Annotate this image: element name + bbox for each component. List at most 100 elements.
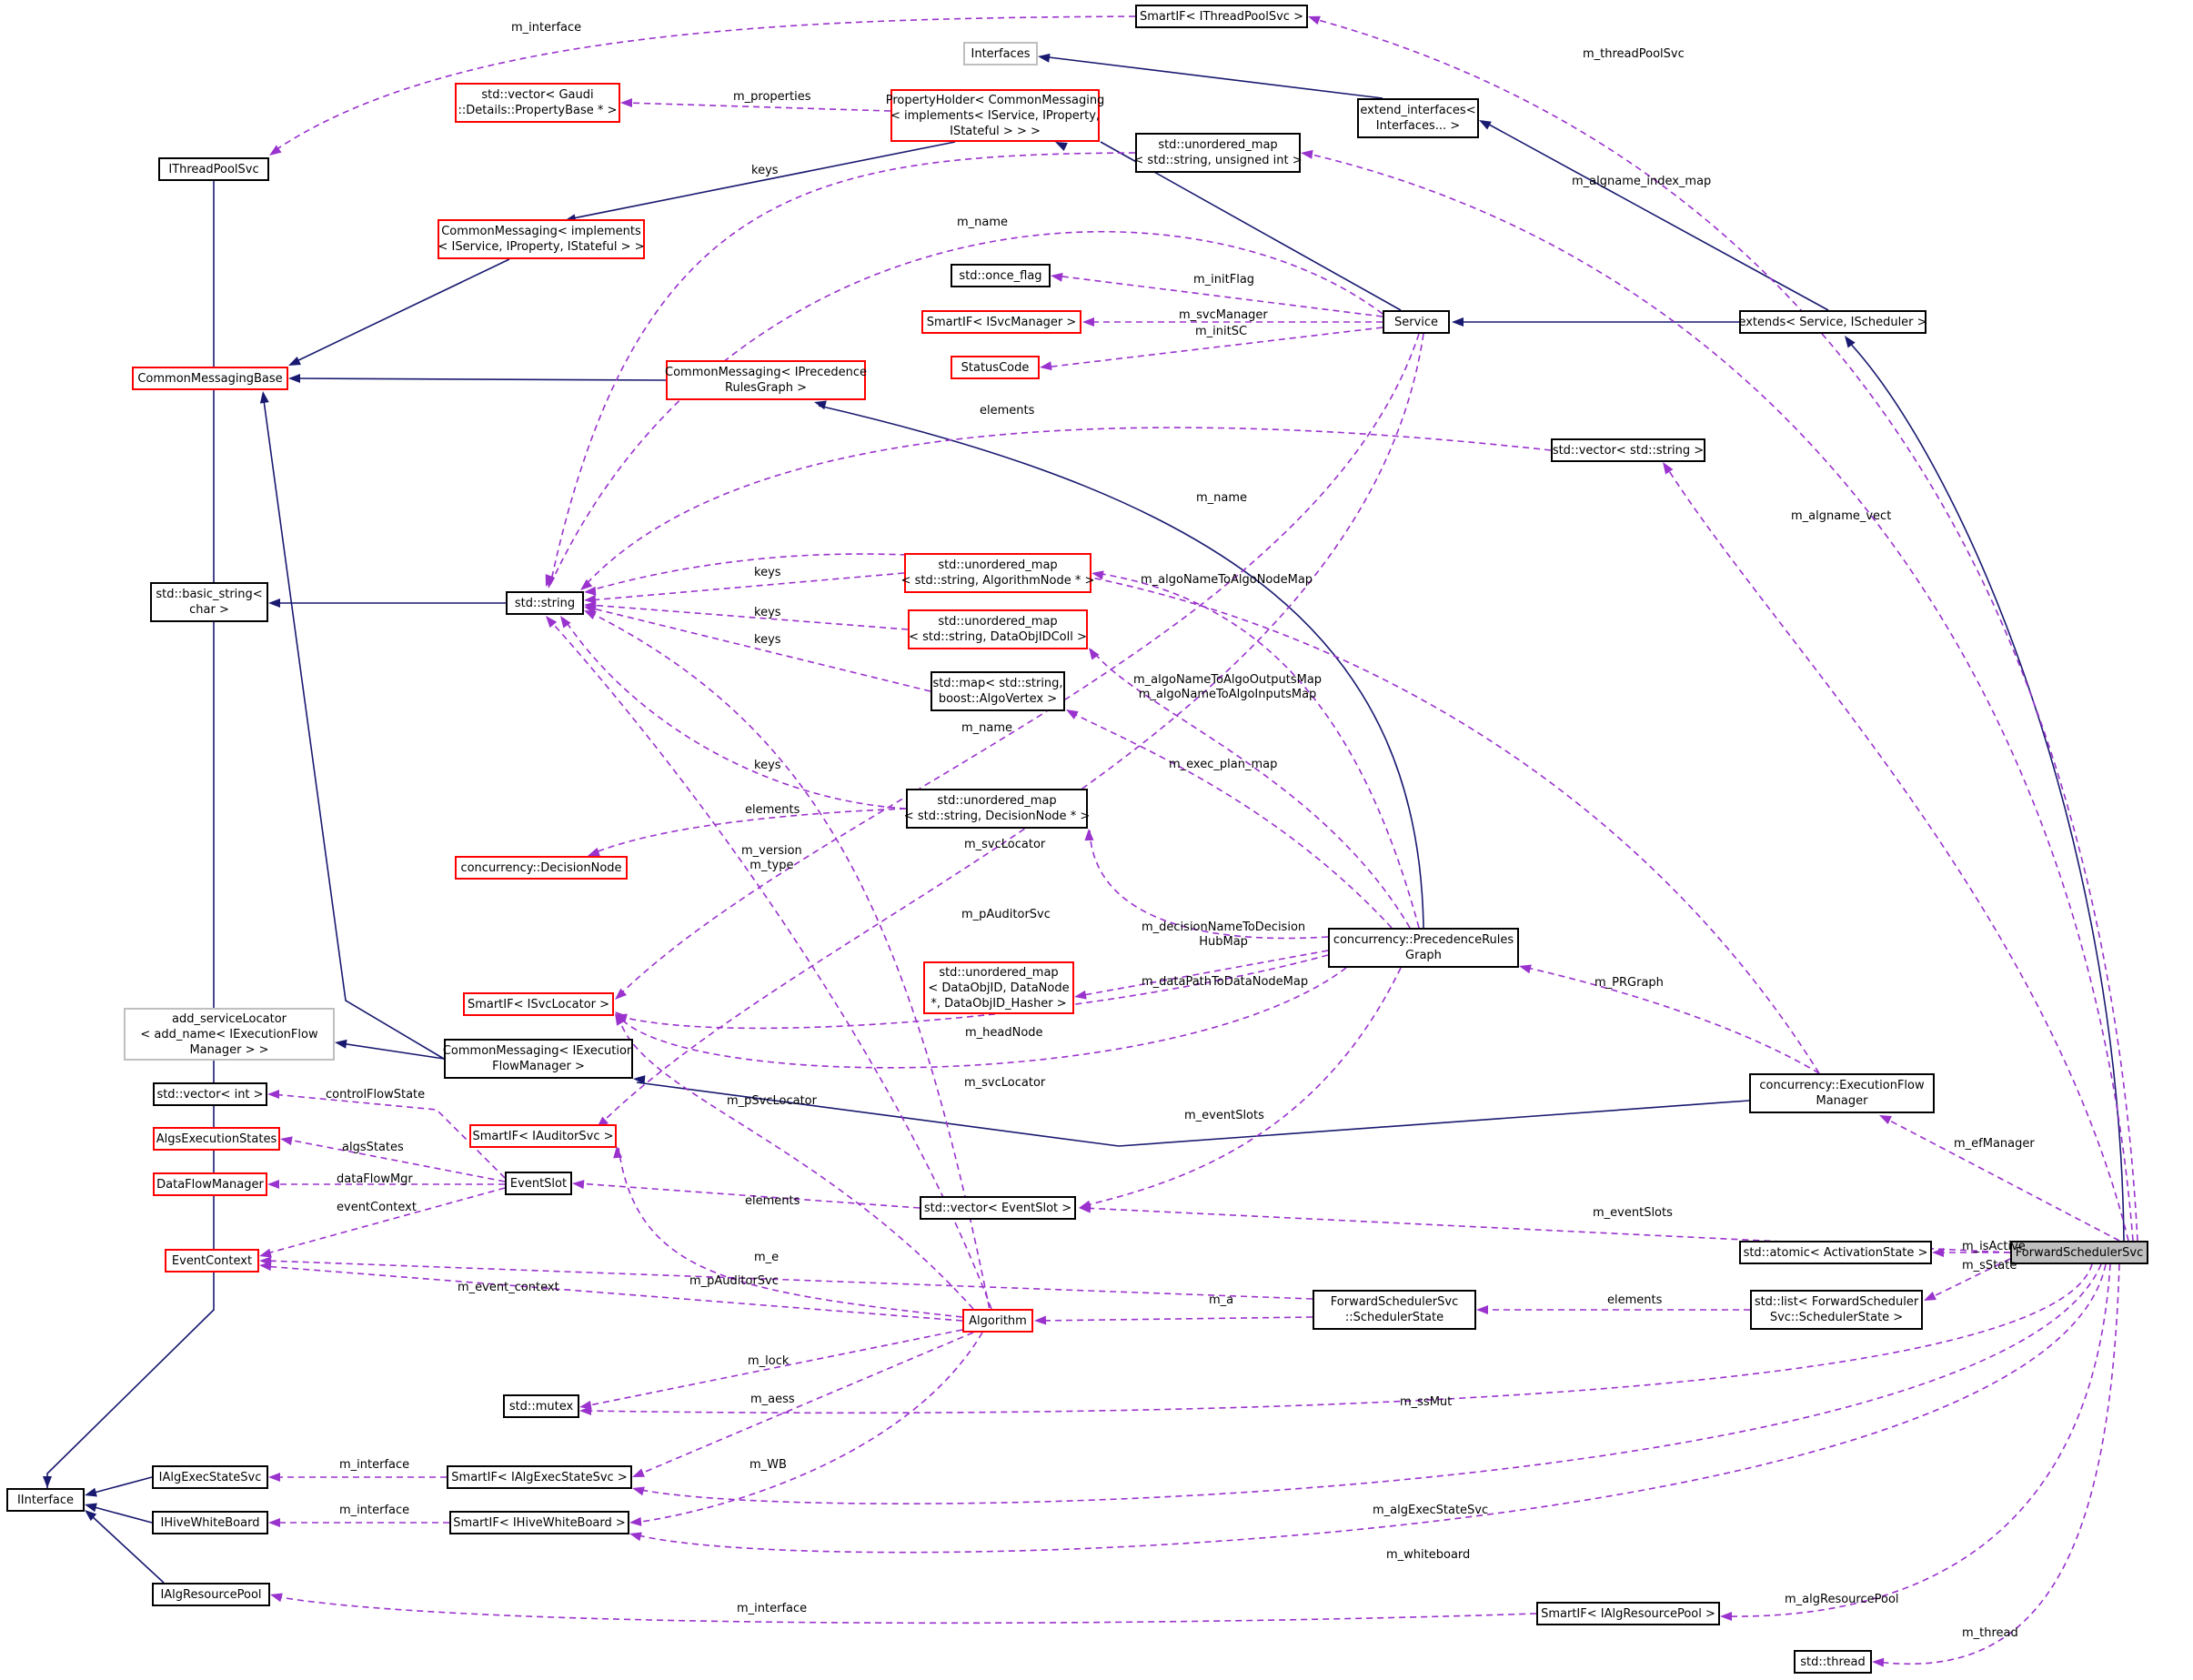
label-elements-decisionnode: elements [745,803,800,818]
label-m-sstate: m_sState [1962,1259,2017,1273]
text-line: char > [189,603,229,617]
node-smartif-ihivewhiteboard[interactable]: SmartIF< IHiveWhiteBoard > [449,1511,629,1534]
label-m-exec-plan-map: m_exec_plan_map [1169,758,1277,772]
node-service[interactable]: Service [1383,310,1450,334]
node-smartif-isvclocator[interactable]: SmartIF< ISvcLocator > [463,992,614,1016]
label-m-name-mid: m_name [1196,491,1247,506]
node-unordered-map-dataobjidcoll[interactable]: std::unordered_map< std::string, DataObj… [908,609,1088,649]
node-concurrency-decisionnode[interactable]: concurrency::DecisionNode [455,856,628,880]
node-unordered-map-datanode[interactable]: std::unordered_map< DataObjID, DataNode*… [923,961,1074,1014]
node-forwardschedulersvc-schedulerstate[interactable]: ForwardSchedulerSvc::SchedulerState [1313,1290,1476,1330]
node-once-flag[interactable]: std::once_flag [951,264,1051,287]
node-std-thread[interactable]: std::thread [1794,1650,1872,1674]
label-m-psvclocator: m_pSvcLocator [727,1094,817,1109]
node-std-mutex[interactable]: std::mutex [503,1394,579,1418]
node-algorithm[interactable]: Algorithm [962,1309,1033,1333]
text-line: StatusCode [961,360,1030,375]
node-vector-int[interactable]: std::vector< int > [153,1082,267,1106]
node-interfaces[interactable]: Interfaces [963,42,1038,65]
text-line: ForwardSchedulerSvc [2015,1245,2144,1260]
edge-m-a [1034,1315,1313,1325]
node-smartif-isvcmanager[interactable]: SmartIF< ISvcManager > [921,310,1081,334]
node-algsexecutionstates[interactable]: AlgsExecutionStates [153,1127,280,1151]
text-line: DataFlowManager [156,1177,264,1192]
label-m-algname-vect: m_algname_vect [1791,509,1891,524]
node-vector-eventslot[interactable]: std::vector< EventSlot > [920,1196,1076,1220]
node-add-servicelocator[interactable]: add_serviceLocator< add_name< IExecution… [124,1008,335,1061]
node-unordered-map-algorithmnode[interactable]: std::unordered_map< std::string, Algorit… [901,553,1094,593]
label-m-interface-algresourcepool: m_interface [737,1602,807,1616]
node-unordered-map-uint[interactable]: std::unordered_map< std::string, unsigne… [1133,133,1303,173]
text-line: ::SchedulerState [1344,1311,1444,1324]
text-line: m_eventSlots [1593,1206,1673,1220]
node-commonmessagingbase[interactable]: CommonMessagingBase [132,367,288,390]
node-propertyholder[interactable]: PropertyHolder< CommonMessaging< impleme… [886,89,1104,142]
text-line: elements [1607,1293,1663,1307]
label-m-interface-whiteboard: m_interface [339,1504,409,1518]
label-keys-dataobjidcoll: keys [754,606,781,620]
text-line: std::unordered_map [938,558,1058,572]
label-m-algresourcepool: m_algResourcePool [1785,1593,1899,1607]
text-line: ForwardSchedulerSvc [1330,1295,1459,1309]
edge-m-datapathtodatanodemap [1074,950,1329,1000]
node-commonmessaging-implements[interactable]: CommonMessaging< implements< IService, I… [438,219,645,259]
text-line: IAlgResourcePool [160,1587,262,1602]
node-iinterface[interactable]: IInterface [6,1488,85,1512]
edge-m-algonametoalgonodemap [1091,570,1420,929]
node-vector-propertybase[interactable]: std::vector< Gaudi::Details::PropertyBas… [455,83,620,123]
node-statuscode[interactable]: StatusCode [951,356,1040,379]
text-line: std::vector< Gaudi [481,88,594,102]
text-line: m_a [1209,1293,1234,1307]
node-extends-service-ischeduler[interactable]: extends< Service, IScheduler > [1738,310,1927,334]
label-m-pauditorsvc-low: m_pAuditorSvc [689,1274,779,1289]
edge-m-algresourcepool [1720,1263,2111,1621]
node-basic-string-char[interactable]: std::basic_string<char > [150,582,268,622]
node-eventcontext[interactable]: EventContext [165,1249,259,1273]
node-eventslot[interactable]: EventSlot [505,1172,572,1195]
text-line: std::atomic< ActivationState > [1743,1245,1928,1260]
text-line: m_decisionNameToDecision [1142,920,1306,934]
label-m-eventslots-fs: m_eventSlots [1593,1206,1673,1221]
node-smartif-ialgexecstatesvc[interactable]: SmartIF< IAlgExecStateSvc > [447,1465,632,1489]
node-ihivewhiteboard[interactable]: IHiveWhiteBoard [152,1511,268,1534]
edge-elements-eventslot [572,1180,920,1209]
label-m-a: m_a [1209,1293,1233,1308]
node-ithreadpoolsvc[interactable]: IThreadPoolSvc [158,157,269,181]
label-m-svclocator-top: m_svcLocator [964,838,1045,852]
label-m-svcmanager: m_svcManager [1179,308,1268,323]
label-m-eventslots-prg: m_eventSlots [1184,1109,1264,1123]
label-m-lock: m_lock [748,1354,789,1369]
node-atomic-activationstate[interactable]: std::atomic< ActivationState > [1739,1241,1932,1264]
node-dataflowmanager[interactable]: DataFlowManager [153,1172,267,1196]
node-map-algovertex[interactable]: std::map< std::string,boost::AlgoVertex … [931,671,1065,711]
node-extend-interfaces[interactable]: extend_interfaces<Interfaces... > [1357,98,1479,138]
text-line: keys [754,633,781,647]
node-ialgexecstatesvc[interactable]: IAlgExecStateSvc [152,1465,268,1489]
node-unordered-map-decisionnode[interactable]: std::unordered_map< std::string, Decisio… [904,789,1090,829]
edge-m-interface-wb [268,1518,449,1527]
edge-m-algoname-maps [1089,648,1411,929]
edge-iinterface-from-ialgexecstatesvc [85,1476,153,1497]
node-forwardschedulersvc[interactable]: ForwardSchedulerSvc [2010,1241,2148,1264]
node-vector-string[interactable]: std::vector< std::string > [1551,438,1705,462]
label-elements-vector-string: elements [980,404,1034,418]
text-line: std::thread [1800,1655,1866,1669]
node-smartif-iauditorsvc[interactable]: SmartIF< IAuditorSvc > [469,1124,617,1148]
text-line: Interfaces [971,46,1031,61]
text-line: EventContext [171,1253,253,1268]
node-smartif-threadpoolsvc[interactable]: SmartIF< IThreadPoolSvc > [1135,5,1308,28]
text-line: m_interface [339,1504,410,1517]
node-std-string[interactable]: std::string [506,591,584,615]
text-line: m_lock [748,1354,790,1368]
node-ialgresourcepool[interactable]: IAlgResourcePool [152,1583,270,1606]
label-keys-decisionnode: keys [754,759,781,773]
text-line: CommonMessaging< IExecution [442,1044,635,1058]
text-line: IStateful > > > [950,124,1041,138]
node-smartif-ialgresourcepool[interactable]: SmartIF< IAlgResourcePool > [1536,1602,1720,1625]
